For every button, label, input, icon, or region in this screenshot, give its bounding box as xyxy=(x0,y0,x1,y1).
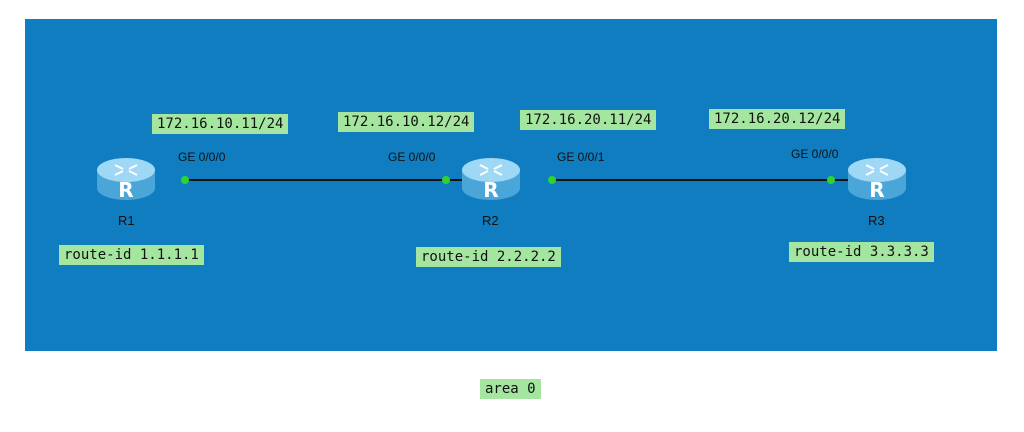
port-label-r3-ge000: GE 0/0/0 xyxy=(791,147,839,161)
ip-label-r3-ge000: 172.16.20.12/24 xyxy=(709,109,846,129)
port-dot-r1-ge000[interactable] xyxy=(181,176,189,184)
router-name-r2: R2 xyxy=(482,213,499,228)
port-dot-r3-ge000[interactable] xyxy=(827,176,835,184)
area-label: area 0 xyxy=(480,379,541,399)
svg-text:R: R xyxy=(118,178,133,202)
router-icon[interactable]: R xyxy=(95,150,157,204)
ip-label-r2-ge000: 172.16.10.12/24 xyxy=(338,112,475,132)
ip-label-r1-ge000: 172.16.10.11/24 xyxy=(152,114,289,134)
port-label-r1-ge000: GE 0/0/0 xyxy=(178,150,226,164)
port-dot-r2-ge001[interactable] xyxy=(548,176,556,184)
route-id-label-r2: route-id 2.2.2.2 xyxy=(416,247,561,267)
port-dot-r2-ge000[interactable] xyxy=(442,176,450,184)
port-label-r2-ge000: GE 0/0/0 xyxy=(388,150,436,164)
port-label-r2-ge001: GE 0/0/1 xyxy=(557,150,605,164)
router-icon[interactable]: R xyxy=(460,150,522,204)
router-name-r3: R3 xyxy=(868,213,885,228)
router-name-r1: R1 xyxy=(118,213,135,228)
link-r2-r3 xyxy=(551,179,851,181)
route-id-label-r3: route-id 3.3.3.3 xyxy=(789,242,934,262)
link-r1-r2 xyxy=(185,179,470,181)
svg-text:R: R xyxy=(869,178,884,202)
topology-canvas: R R R R1 R2 R3 GE 0/0/0 GE 0/0/0 GE 0/0/… xyxy=(25,19,997,351)
route-id-label-r1: route-id 1.1.1.1 xyxy=(59,245,204,265)
ip-label-r2-ge001: 172.16.20.11/24 xyxy=(520,110,657,130)
svg-text:R: R xyxy=(483,178,498,202)
router-icon[interactable]: R xyxy=(846,150,908,204)
